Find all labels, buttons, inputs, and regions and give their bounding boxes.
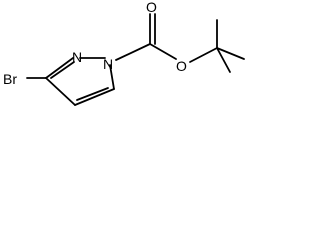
atom-n1: N bbox=[103, 56, 113, 72]
atom-o-ester: O bbox=[176, 58, 187, 74]
bond-n1-c5 bbox=[109, 64, 115, 90]
bond-c3-n2-double bbox=[50, 61, 75, 79]
bond-n1-carbonyl-c bbox=[115, 43, 151, 61]
bond-c-o-ester bbox=[149, 43, 177, 60]
atom-o-carbonyl: O bbox=[146, 0, 157, 15]
bond-o-cq bbox=[189, 47, 218, 63]
bond-cq-me2 bbox=[216, 47, 245, 60]
molecule-drawing: Br N N O O bbox=[3, 0, 245, 106]
structure-diagram: Br N N O O bbox=[0, 0, 260, 121]
bond-c4-c3 bbox=[45, 77, 76, 106]
bond-cq-me3 bbox=[216, 47, 231, 73]
bond-c3-n2 bbox=[45, 57, 74, 79]
bond-c5-c4 bbox=[74, 88, 115, 106]
atom-n2: N bbox=[72, 49, 82, 65]
atom-br: Br bbox=[3, 71, 17, 87]
bond-c5-c4-double bbox=[76, 87, 109, 101]
